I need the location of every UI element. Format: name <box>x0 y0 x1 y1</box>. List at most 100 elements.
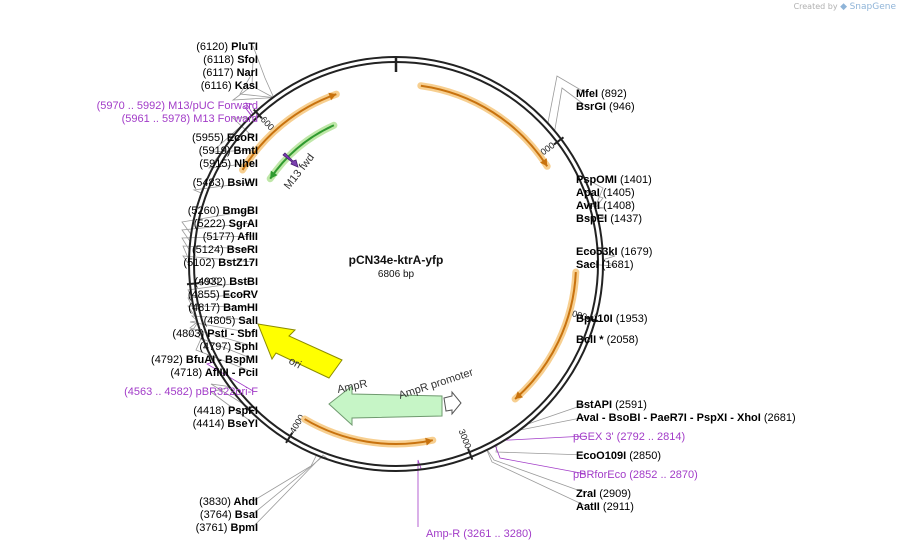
site-label[interactable]: (5124) BseRI <box>192 244 258 256</box>
backbone-outer-strand <box>188 56 604 472</box>
site-label[interactable]: ApaI (1405) <box>576 187 635 199</box>
site-label[interactable]: (5102) BstZ17I <box>183 257 258 269</box>
site-label[interactable]: (4817) BamHI <box>188 302 258 314</box>
site-position: (2591) <box>612 399 647 411</box>
ampr-arrow[interactable] <box>328 384 443 427</box>
site-position: (2909) <box>596 488 631 500</box>
site-leader <box>554 87 587 132</box>
site-label[interactable]: (5222) SgrAI <box>194 218 258 230</box>
site-label[interactable]: MfeI (892) <box>576 88 627 100</box>
m13-fwd-arrow[interactable] <box>282 152 299 168</box>
feature-arc[interactable] <box>304 418 433 445</box>
site-label[interactable]: BclI * (2058) <box>576 334 638 346</box>
site-name: AflII <box>235 231 258 243</box>
site-label-text: AvrII (1408) <box>576 200 635 212</box>
site-label-text: Amp-R (3261 .. 3280) <box>426 528 532 540</box>
site-label-text: (6120) PluTI <box>196 41 258 53</box>
site-label[interactable]: (4805) SalI <box>204 315 258 327</box>
site-label[interactable]: AvaI - BsoBI - PaeR7I - PspXI - XhoI (26… <box>576 412 796 424</box>
site-label[interactable]: PspOMI (1401) <box>576 174 652 186</box>
site-label[interactable]: Amp-R (3261 .. 3280) <box>426 528 532 540</box>
tick-mark <box>553 136 565 146</box>
site-leader <box>252 45 274 98</box>
site-name: PstI <box>204 328 227 340</box>
site-label[interactable]: BsrGI (946) <box>576 101 635 113</box>
site-label[interactable]: Bpu10I (1953) <box>576 313 648 325</box>
site-label[interactable]: (5955) EcoRI <box>192 132 258 144</box>
site-label[interactable]: EcoO109I (2850) <box>576 450 661 462</box>
site-leader <box>187 305 254 319</box>
site-label[interactable]: (5919) BmtI <box>199 145 258 157</box>
site-label-text: (5955) EcoRI <box>192 132 258 144</box>
site-name: BfuAI <box>183 354 215 366</box>
site-label[interactable]: pGEX 3' (2792 .. 2814) <box>573 431 685 443</box>
site-label[interactable]: pBRforEco (2852 .. 2870) <box>573 469 698 481</box>
site-label-text: (6117) NarI <box>203 67 258 79</box>
ori-arrow[interactable] <box>257 323 343 379</box>
site-label[interactable]: (4797) SphI <box>199 341 258 353</box>
site-label[interactable]: (3830) AhdI <box>199 496 258 508</box>
site-label[interactable]: ZraI (2909) <box>576 488 631 500</box>
site-label[interactable]: (5483) BsiWI <box>193 177 258 189</box>
site-label[interactable]: (4563 .. 4582) pBR322ori-F <box>124 386 258 398</box>
site-label[interactable]: AatII (2911) <box>576 501 634 513</box>
site-position: (1679) <box>618 246 653 258</box>
site-leader <box>190 315 254 321</box>
site-label[interactable]: (5970 .. 5992) M13/pUC Forward <box>97 100 258 112</box>
site-label-text: (5483) BsiWI <box>193 177 258 189</box>
ampr-feature[interactable]: AmpR <box>328 378 443 427</box>
ori-feature[interactable]: ori <box>257 323 343 379</box>
site-position: (5961 .. 5978) <box>122 113 191 125</box>
site-label[interactable]: (4414) BseYI <box>193 418 258 430</box>
site-label[interactable]: (5961 .. 5978) M13 Forward <box>122 113 258 125</box>
feature-arc[interactable] <box>420 84 549 167</box>
site-label[interactable]: (4418) PspFI <box>193 405 258 417</box>
ampr-promoter-arrow[interactable] <box>443 390 462 416</box>
site-label[interactable]: (4792) BfuAI - BspMI <box>151 354 258 366</box>
site-label[interactable]: BspEI (1437) <box>576 213 642 225</box>
site-leader <box>252 457 329 515</box>
site-label[interactable]: (5915) NheI <box>199 158 258 170</box>
feature-arc[interactable] <box>514 272 577 400</box>
site-label[interactable]: (6118) SfoI <box>203 54 258 66</box>
site-position: (5970 .. 5992) <box>97 100 166 112</box>
site-label[interactable]: (4803) PstI - SbfI <box>172 328 258 340</box>
site-label[interactable]: BstAPI (2591) <box>576 399 647 411</box>
site-label[interactable]: (6120) PluTI <box>196 41 258 53</box>
site-name: BpmI <box>227 522 258 534</box>
site-label[interactable]: (4932) BstBI <box>194 276 258 288</box>
site-leader <box>205 361 254 392</box>
feature-arcs <box>239 82 580 448</box>
site-label[interactable]: (4855) EcoRV <box>188 289 259 301</box>
site-label[interactable]: (6116) KasI <box>201 80 258 92</box>
ori-label: ori <box>287 355 303 371</box>
site-label[interactable]: (3764) BsaI <box>200 509 258 521</box>
site-name: PspFI <box>225 405 258 417</box>
site-position: (6116) <box>201 80 232 92</box>
site-label-text: BstAPI (2591) <box>576 399 647 411</box>
m13-fwd-feature[interactable]: M13 fwd <box>282 152 317 192</box>
site-label[interactable]: (6117) NarI <box>203 67 258 79</box>
tick-mark <box>586 316 599 323</box>
site-label-text: (3761) BpmI <box>196 522 258 534</box>
site-name: PspOMI <box>576 174 617 186</box>
site-label[interactable]: (5177) AflII <box>203 231 258 243</box>
site-position: (4418) <box>193 405 225 417</box>
feature-arc[interactable] <box>241 93 337 171</box>
site-name: M13 Forward <box>190 113 258 125</box>
site-label[interactable]: SacI (1681) <box>576 259 634 271</box>
feature-arc[interactable] <box>269 124 335 180</box>
site-label[interactable]: AvrII (1408) <box>576 200 635 212</box>
site-position: (4792) <box>151 354 183 366</box>
site-name: BsiWI <box>224 177 258 189</box>
site-label[interactable]: (3761) BpmI <box>196 522 258 534</box>
feature-arrowhead <box>540 158 548 167</box>
site-name: - SbfI <box>227 328 258 340</box>
site-label[interactable]: (4718) AflIII - PciI <box>170 367 258 379</box>
site-name: BspEI <box>576 213 607 225</box>
site-position: (3761) <box>196 522 228 534</box>
site-label[interactable]: Eco53kI (1679) <box>576 246 652 258</box>
site-label[interactable]: (5260) BmgBI <box>188 205 258 217</box>
site-position: (4805) <box>204 315 236 327</box>
site-label-text: (4418) PspFI <box>193 405 258 417</box>
